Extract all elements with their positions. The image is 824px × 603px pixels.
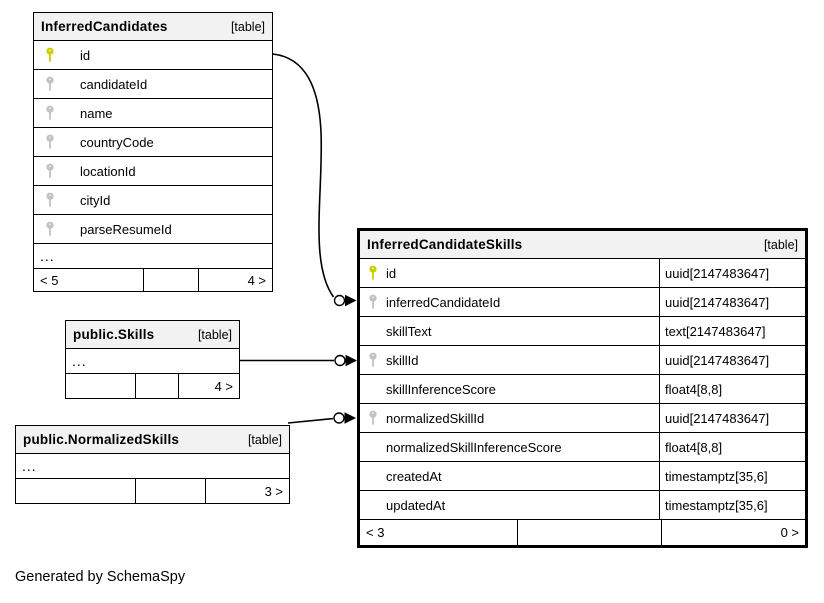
foreign-key-icon (369, 410, 377, 425)
foreign-key-icon (369, 294, 377, 309)
table-header: public.Skills [table] (66, 321, 239, 349)
column-type: uuid[2147483647] (659, 259, 805, 287)
column-name: normalizedSkillInferenceScore (386, 439, 562, 455)
foreign-key-icon (46, 105, 54, 120)
column-type: float4[8,8] (659, 433, 805, 461)
key-icon-spacer (368, 468, 378, 484)
table-pager: < 3 0 > (360, 520, 805, 545)
primary-key-icon (369, 265, 377, 280)
pager-next-count: 3 > (264, 483, 283, 499)
table-pager: 3 > (16, 479, 289, 503)
foreign-key-icon (46, 163, 54, 178)
pager-next-count: 4 > (214, 378, 233, 394)
pager-spacer (136, 479, 206, 503)
column-type: float4[8,8] (659, 375, 805, 403)
column-name: inferredCandidateId (386, 294, 501, 310)
column-name: updatedAt (386, 497, 446, 513)
pager-prev-count: < 5 (34, 269, 144, 291)
column-name: name (80, 105, 113, 121)
column-type: uuid[2147483647] (659, 288, 805, 316)
key-icon-spacer (368, 323, 378, 339)
column-type: uuid[2147483647] (659, 404, 805, 432)
table-public-skills[interactable]: public.Skills [table] ... 4 > (65, 320, 240, 399)
column-row: normalizedSkillId uuid[2147483647] (360, 404, 805, 433)
column-row: countryCode (34, 128, 272, 157)
table-public-normalized-skills[interactable]: public.NormalizedSkills [table] ... 3 > (15, 425, 290, 504)
column-name: cityId (80, 192, 111, 208)
pager-spacer (518, 520, 662, 545)
table-inferred-candidates[interactable]: InferredCandidates [table] id candidateI… (33, 12, 273, 292)
foreign-key-icon (46, 221, 54, 236)
column-row: id uuid[2147483647] (360, 259, 805, 288)
column-type: uuid[2147483647] (659, 346, 805, 374)
column-row: name (34, 99, 272, 128)
column-row: skillId uuid[2147483647] (360, 346, 805, 375)
relationship-edge (272, 53, 357, 307)
column-name: countryCode (80, 134, 154, 150)
column-type: timestamptz[35,6] (659, 491, 805, 519)
column-row: updatedAt timestamptz[35,6] (360, 491, 805, 520)
table-title[interactable]: InferredCandidateSkills (367, 237, 523, 252)
column-row: parseResumeId (34, 215, 272, 244)
column-name: parseResumeId (80, 221, 172, 237)
column-name: skillInferenceScore (386, 381, 496, 397)
pager-next-count: 0 > (780, 525, 799, 540)
foreign-key-icon (46, 134, 54, 149)
table-title[interactable]: InferredCandidates (41, 19, 168, 34)
column-row: locationId (34, 157, 272, 186)
relationship-edge (240, 354, 357, 367)
column-type: timestamptz[35,6] (659, 462, 805, 490)
table-header: InferredCandidateSkills [table] (360, 231, 805, 259)
column-row: skillText text[2147483647] (360, 317, 805, 346)
pager-spacer (144, 269, 199, 291)
column-name: skillText (386, 323, 432, 339)
column-row: candidateId (34, 70, 272, 99)
column-row: normalizedSkillInferenceScore float4[8,8… (360, 433, 805, 462)
foreign-key-icon (46, 192, 54, 207)
column-name: id (386, 265, 397, 281)
table-tag: [table] (230, 19, 265, 34)
key-icon-spacer (368, 381, 378, 397)
key-icon-spacer (368, 439, 378, 455)
table-header: public.NormalizedSkills [table] (16, 426, 289, 454)
table-tag: [table] (247, 432, 282, 447)
more-columns-ellipsis: ... (34, 244, 272, 269)
foreign-key-icon (369, 352, 377, 367)
relationship-edge (287, 412, 356, 424)
column-name: skillId (386, 352, 419, 368)
column-row: skillInferenceScore float4[8,8] (360, 375, 805, 404)
column-row: inferredCandidateId uuid[2147483647] (360, 288, 805, 317)
column-name: candidateId (80, 76, 148, 92)
pager-spacer (136, 374, 179, 398)
pager-next-count: 4 > (247, 272, 266, 288)
table-pager: 4 > (66, 374, 239, 398)
table-tag: [table] (763, 237, 798, 252)
pager-prev-count (66, 374, 136, 398)
table-pager: < 5 4 > (34, 269, 272, 291)
column-row: id (34, 41, 272, 70)
more-columns-ellipsis: ... (16, 454, 289, 479)
pager-prev-count (16, 479, 136, 503)
column-name: locationId (80, 163, 136, 179)
table-title[interactable]: public.NormalizedSkills (23, 432, 180, 447)
table-inferred-candidate-skills[interactable]: InferredCandidateSkills [table] id uuid[… (357, 228, 808, 548)
column-row: cityId (34, 186, 272, 215)
table-header: InferredCandidates [table] (34, 13, 272, 41)
pager-prev-count: < 3 (360, 520, 518, 545)
column-name: id (80, 47, 91, 63)
column-type: text[2147483647] (659, 317, 805, 345)
column-row: createdAt timestamptz[35,6] (360, 462, 805, 491)
key-icon-spacer (368, 497, 378, 513)
foreign-key-icon (46, 76, 54, 91)
column-name: normalizedSkillId (386, 410, 485, 426)
more-columns-ellipsis: ... (66, 349, 239, 374)
table-tag: [table] (197, 327, 232, 342)
generated-by-note: Generated by SchemaSpy (15, 569, 186, 585)
primary-key-icon (46, 47, 54, 62)
column-name: createdAt (386, 468, 442, 484)
table-title[interactable]: public.Skills (73, 327, 155, 342)
